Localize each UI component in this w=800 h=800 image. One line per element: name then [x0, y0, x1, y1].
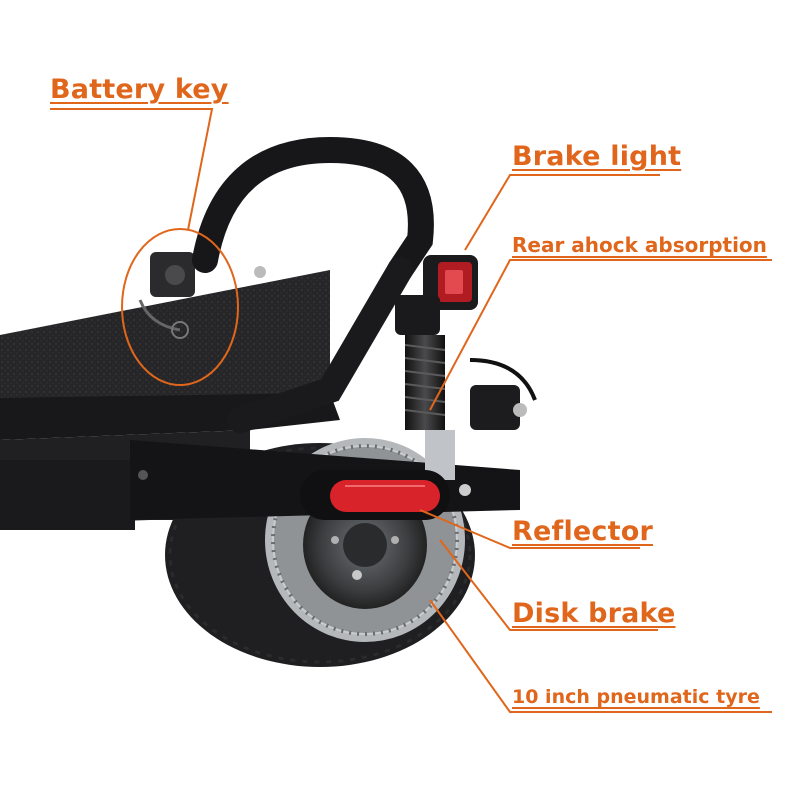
- battery-lock: [138, 252, 266, 339]
- rear-handle: [192, 136, 434, 433]
- brake-caliper: [469, 358, 537, 430]
- label-brake-light: Brake light: [512, 141, 682, 172]
- callout-lines: [50, 108, 772, 713]
- label-tyre: 10 inch pneumatic tyre: [512, 686, 760, 708]
- label-reflector: Reflector: [512, 516, 653, 547]
- reflector: [300, 470, 450, 520]
- battery-key-highlight-circle: [121, 228, 239, 386]
- rear-shock: [395, 295, 471, 496]
- label-battery-key: Battery key: [50, 74, 229, 105]
- label-disk-brake: Disk brake: [512, 598, 676, 629]
- label-rear-shock: Rear ahock absorption: [512, 233, 767, 257]
